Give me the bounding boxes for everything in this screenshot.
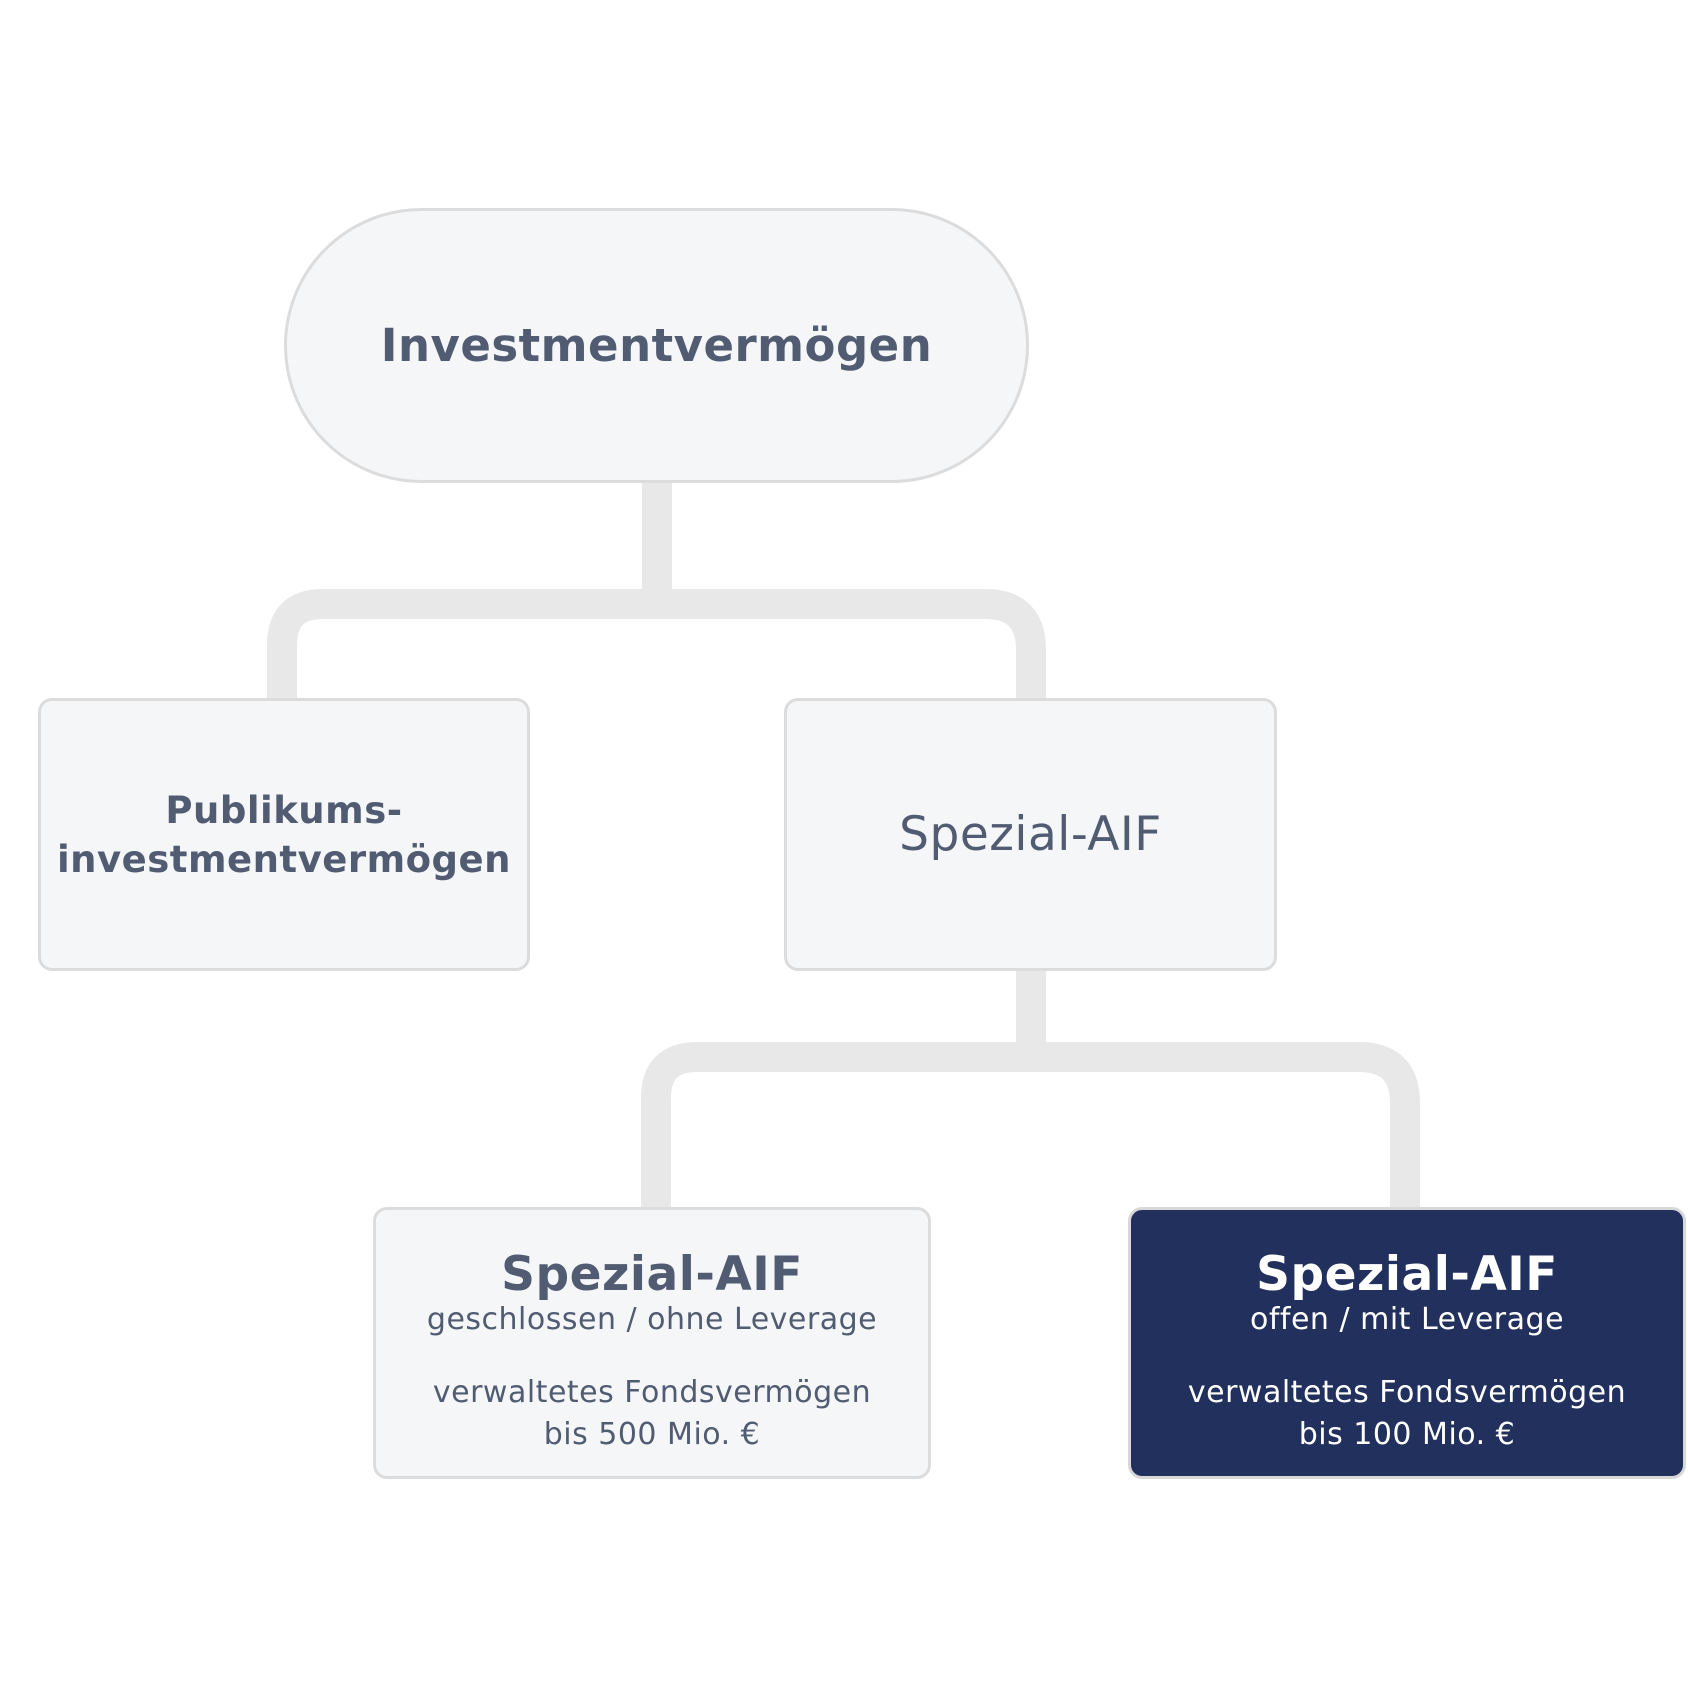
root-node-label: Investmentvermögen [380, 319, 933, 372]
leaf-right-title: Spezial-AIF [1256, 1247, 1558, 1302]
connector-root-to-level1 [267, 482, 1046, 698]
leaf-left-detail-line2: bis 500 Mio. € [543, 1417, 761, 1452]
node-spezial-aif-geschlossen: Spezial-AIF geschlossen / ohne Leverage … [373, 1207, 931, 1479]
leaf-left-subtitle: geschlossen / ohne Leverage [426, 1302, 878, 1337]
spezial-aif-label: Spezial-AIF [899, 807, 1162, 862]
node-spezial-aif-offen-highlighted: Spezial-AIF offen / mit Leverage verwalt… [1128, 1207, 1686, 1479]
root-node-investmentvermoegen: Investmentvermögen [284, 208, 1029, 483]
leaf-left-title: Spezial-AIF [501, 1247, 803, 1302]
node-publikumsinvestmentvermoegen: Publikums- investmentvermögen [38, 698, 530, 971]
leaf-left-detail: verwaltetes Fondsvermögen bis 500 Mio. € [433, 1372, 871, 1456]
leaf-right-detail: verwaltetes Fondsvermögen bis 100 Mio. € [1188, 1372, 1626, 1456]
leaf-right-detail-line2: bis 100 Mio. € [1298, 1417, 1516, 1452]
publikums-label-line2: investmentvermögen [57, 837, 511, 881]
leaf-right-detail-line1: verwaltetes Fondsvermögen [1187, 1375, 1627, 1410]
connector-spezial-to-level2 [641, 970, 1420, 1207]
leaf-left-detail-line1: verwaltetes Fondsvermögen [432, 1375, 872, 1410]
leaf-right-subtitle: offen / mit Leverage [1249, 1302, 1565, 1337]
publikums-label-line1: Publikums- [165, 788, 403, 832]
node-spezial-aif: Spezial-AIF [784, 698, 1277, 971]
